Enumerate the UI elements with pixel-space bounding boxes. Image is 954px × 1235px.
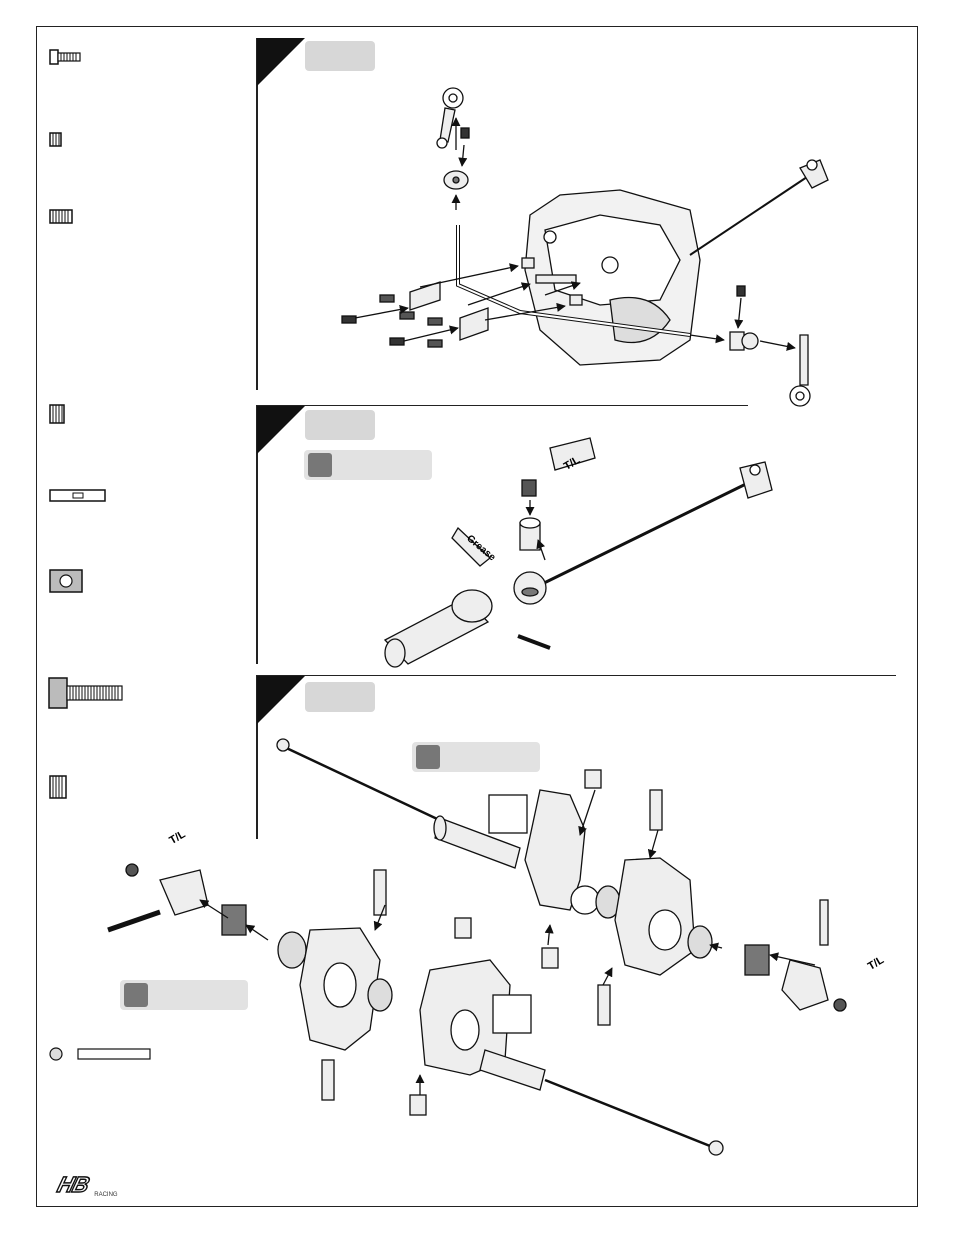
column-divider-1 — [256, 38, 258, 390]
column-divider-2 — [256, 406, 258, 664]
square-nut-icon — [49, 569, 83, 593]
step-2-driveshaft — [383, 437, 773, 668]
step-1-corner — [257, 38, 305, 86]
brand-logo: HB RACING — [54, 1171, 118, 1198]
step-3-rule — [256, 675, 896, 676]
step-2-corner — [257, 406, 305, 454]
set-screw-icon — [49, 209, 73, 224]
step-2-label — [305, 410, 375, 440]
set-screw-large-icon — [49, 775, 67, 799]
step-3-corner — [257, 676, 305, 724]
step-3-arrows — [199, 789, 816, 1095]
long-screw-icon — [48, 677, 123, 709]
logo-mark: HB — [54, 1171, 92, 1198]
step-3-label — [305, 682, 375, 712]
step-2-rule — [256, 405, 748, 406]
step-3-hubs — [107, 738, 847, 1156]
manual-page — [36, 26, 918, 1207]
step-1-arrows — [354, 117, 796, 351]
step-1-gearbox — [341, 87, 829, 407]
logo-subtext: RACING — [94, 1192, 118, 1198]
step-2-arrows — [525, 500, 546, 561]
tiny-set-screw-icon — [49, 132, 62, 147]
small-screw-icon — [49, 49, 81, 65]
shim-plate-icon — [49, 489, 106, 502]
step-2-note — [304, 450, 432, 480]
step-1-label — [305, 41, 375, 71]
set-screw-small-icon — [49, 404, 65, 424]
column-divider-3 — [256, 676, 258, 839]
step-3-note — [412, 742, 540, 772]
threadlock-label-2: T/L — [167, 828, 188, 847]
step-3-note-left — [120, 980, 248, 1010]
threadlock-label-3: T/L — [866, 954, 887, 973]
pin-icon — [49, 1047, 151, 1061]
